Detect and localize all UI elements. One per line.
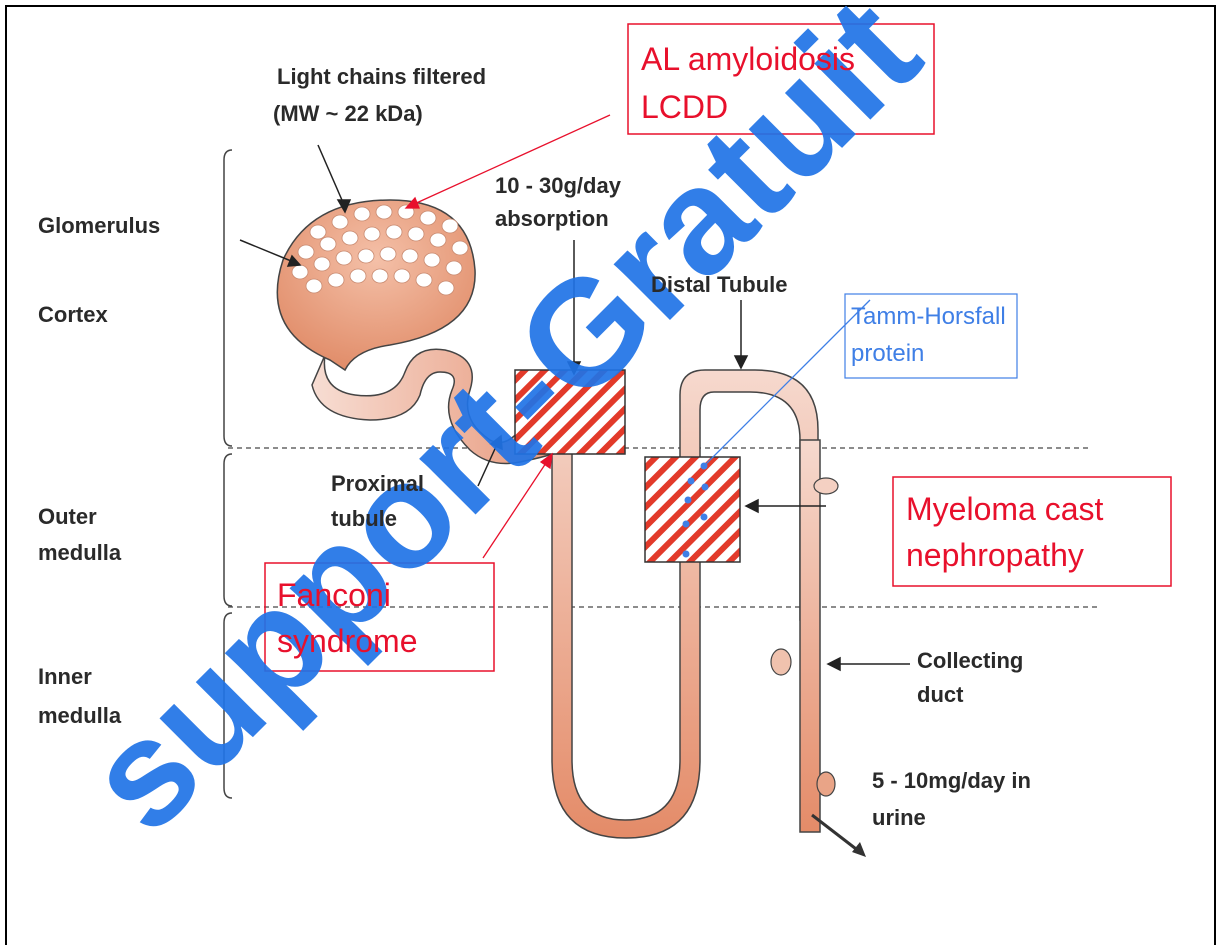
fanconi-label-line1: Fanconi bbox=[277, 577, 391, 613]
light-chains-label-line1: Light chains filtered bbox=[277, 64, 486, 89]
al-amyloidosis-label: AL amyloidosis bbox=[641, 41, 855, 77]
myeloma-label-line2: nephropathy bbox=[906, 537, 1084, 573]
distal-hatch-block bbox=[645, 457, 740, 562]
cortex-bracket bbox=[224, 150, 232, 446]
absorption-label-line1: 10 - 30g/day bbox=[495, 173, 622, 198]
arrow-light-chains bbox=[318, 145, 345, 207]
tamm-horsfall-label-line2: protein bbox=[851, 340, 924, 367]
collecting-duct-label-line1: Collecting bbox=[917, 648, 1023, 673]
lcdd-label: LCDD bbox=[641, 89, 728, 125]
absorption-label-line2: absorption bbox=[495, 206, 609, 231]
fanconi-label-line2: syndrome bbox=[277, 623, 418, 659]
distal-tubule-label: Distal Tubule bbox=[651, 272, 788, 297]
inner-medulla-label-line1: Inner bbox=[38, 664, 92, 689]
duct-branch-upper bbox=[814, 478, 838, 494]
light-chains-label-line2: (MW ~ 22 kDa) bbox=[273, 101, 423, 126]
outer-medulla-label-line2: medulla bbox=[38, 540, 122, 565]
cortex-label: Cortex bbox=[38, 302, 108, 327]
myeloma-label-line1: Myeloma cast bbox=[906, 491, 1104, 527]
collecting-duct bbox=[800, 440, 820, 832]
urine-label-line2: urine bbox=[872, 805, 926, 830]
duct-branch-lower bbox=[817, 772, 835, 796]
proximal-tubule-label-line2: tubule bbox=[331, 506, 397, 531]
glomerulus-label: Glomerulus bbox=[38, 213, 160, 238]
proximal-tubule-label-line1: Proximal bbox=[331, 471, 424, 496]
duct-branch-middle bbox=[771, 649, 791, 675]
outer-medulla-label-line1: Outer bbox=[38, 504, 97, 529]
urine-label-line1: 5 - 10mg/day in bbox=[872, 768, 1031, 793]
arrow-urine bbox=[812, 815, 860, 852]
tamm-horsfall-label-line1: Tamm-Horsfall bbox=[851, 303, 1006, 330]
collecting-duct-label-line2: duct bbox=[917, 682, 964, 707]
inner-medulla-label-line2: medulla bbox=[38, 703, 122, 728]
